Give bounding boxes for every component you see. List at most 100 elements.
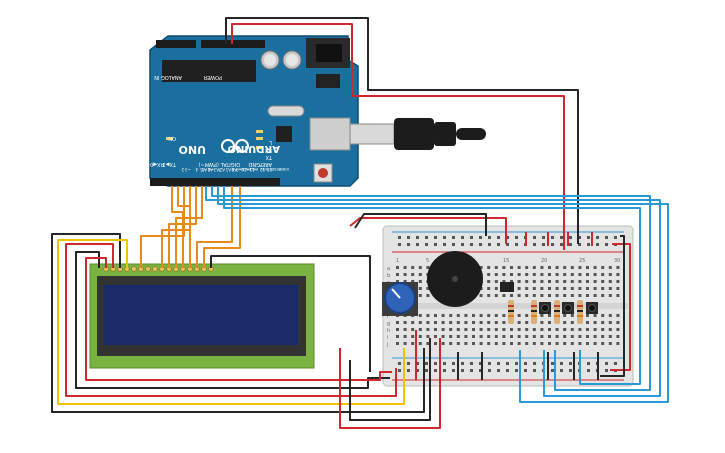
breadboard-hole <box>510 335 513 338</box>
breadboard-hole <box>510 273 513 276</box>
breadboard-hole <box>418 266 422 269</box>
push-button-cap <box>564 304 572 312</box>
rail-hole <box>461 243 464 246</box>
breadboard-hole <box>525 328 529 331</box>
breadboard-hole <box>418 294 422 297</box>
arduino-uno[interactable]: ARDUINO UNO ON TX RX L DIGITAL (PWM~) AR… <box>149 35 359 187</box>
breadboard-hole <box>593 266 597 269</box>
breadboard-hole <box>532 266 536 269</box>
breadboard-hole <box>418 328 422 331</box>
rail-hole <box>488 369 491 372</box>
rail-hole <box>416 369 419 372</box>
breadboard-hole <box>532 280 536 283</box>
rail-hole <box>569 362 572 365</box>
breadboard-hole <box>517 328 521 331</box>
breadboard-hole <box>616 287 620 290</box>
breadboard-hole <box>479 328 483 331</box>
column-label: 20 <box>541 258 547 264</box>
breadboard-hole <box>510 294 513 297</box>
digital-pin-label: 7 <box>218 167 221 172</box>
breadboard-hole <box>403 328 407 331</box>
slide-switch[interactable] <box>500 282 514 292</box>
power-label: POWER <box>203 74 222 80</box>
rail-hole <box>587 243 590 246</box>
column-label: 1 <box>396 258 399 264</box>
breadboard-hole <box>563 335 567 338</box>
rail-hole <box>452 236 455 239</box>
potentiometer[interactable] <box>382 282 418 316</box>
breadboard-hole <box>608 273 612 276</box>
breadboard-hole <box>502 328 506 331</box>
push-buttons[interactable] <box>539 302 598 314</box>
breadboard-hole <box>586 328 589 331</box>
breadboard-hole <box>479 266 483 269</box>
rail-hole <box>506 369 509 372</box>
breadboard-hole <box>449 342 453 345</box>
usb-cable[interactable] <box>309 117 486 151</box>
breadboard-hole <box>570 266 574 269</box>
breadboard-hole <box>540 287 544 290</box>
usb-plug-icon <box>394 118 434 150</box>
analog-label: ANALOG IN <box>154 74 182 80</box>
rail-hole <box>587 362 590 365</box>
breadboard-hole <box>563 314 567 317</box>
breadboard-hole <box>555 287 559 290</box>
analog-pin-label: A4 <box>207 167 213 172</box>
wire <box>339 338 441 429</box>
breadboard-hole <box>464 314 468 317</box>
rail-hole <box>479 236 482 239</box>
breadboard-hole <box>578 328 582 331</box>
breadboard-hole <box>593 342 597 345</box>
lcd-16x2[interactable] <box>89 263 315 369</box>
breadboard-hole <box>570 294 574 297</box>
breadboard-hole <box>601 287 605 290</box>
breadboard-hole <box>434 335 437 338</box>
rail-hole <box>551 369 554 372</box>
breadboard-hole <box>570 342 574 345</box>
power-pin-label: RESET <box>269 167 281 171</box>
breadboard-hole <box>487 328 491 331</box>
breadboard-hole <box>586 287 589 290</box>
breadboard-hole <box>570 287 574 290</box>
breadboard-hole <box>570 321 574 324</box>
rail-hole <box>461 369 464 372</box>
breadboard-hole <box>608 335 612 338</box>
rail-hole <box>551 236 554 239</box>
wire <box>75 251 390 389</box>
analog-header <box>156 40 196 48</box>
breadboard-hole <box>593 273 597 276</box>
rail-hole <box>434 362 437 365</box>
breadboard-hole <box>494 335 498 338</box>
resistor-band <box>577 305 583 307</box>
breadboard-hole <box>411 328 415 331</box>
breadboard-hole <box>418 314 422 317</box>
breadboard-hole <box>563 294 567 297</box>
rail-hole <box>425 362 428 365</box>
rail-hole <box>614 362 617 365</box>
breadboard-hole <box>601 294 605 297</box>
breadboard-hole <box>616 314 620 317</box>
breadboard-hole <box>403 266 407 269</box>
breadboard-hole <box>586 294 589 297</box>
rail-hole <box>605 369 608 372</box>
breadboard-hole <box>601 266 605 269</box>
breadboard-hole <box>616 280 620 283</box>
breadboard-hole <box>487 273 491 276</box>
row-label: f <box>387 314 389 320</box>
breadboard-hole <box>608 321 612 324</box>
rail-hole <box>398 369 401 372</box>
lcd-pin <box>145 266 151 272</box>
aref-label: AREF <box>259 161 272 167</box>
breadboard-hole <box>601 314 605 317</box>
usb-port-icon <box>309 117 351 151</box>
breadboard-hole <box>578 335 582 338</box>
breadboard-hole <box>411 335 415 338</box>
breadboard-hole <box>494 294 498 297</box>
breadboard-hole <box>434 328 437 331</box>
rail-hole <box>416 362 419 365</box>
digital-pin-label: ~5 <box>200 167 206 172</box>
rail-hole <box>443 362 446 365</box>
breadboard-hole <box>434 321 437 324</box>
rail-hole <box>605 236 608 239</box>
breadboard-hole <box>479 294 483 297</box>
